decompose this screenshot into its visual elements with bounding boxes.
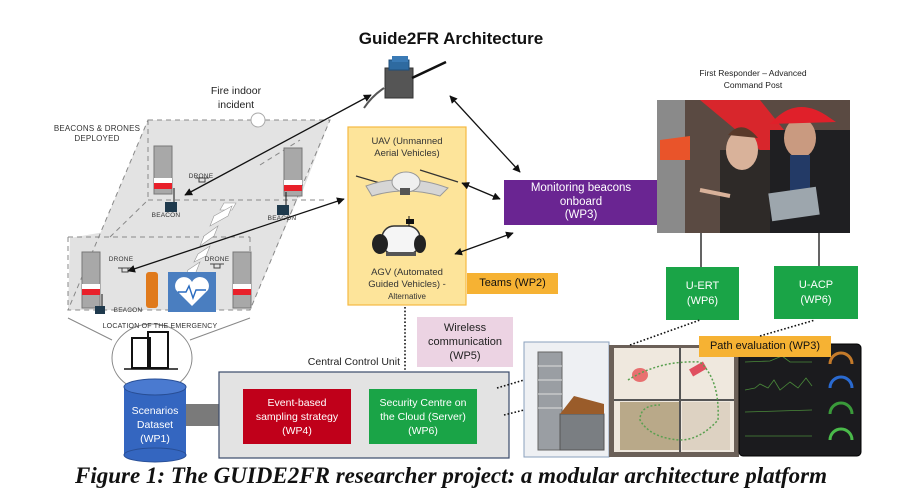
- diagram-title: Guide2FR Architecture: [358, 29, 544, 48]
- label-line: Scenarios: [131, 405, 179, 417]
- command-post-label: First Responder – Advanced Command Post: [668, 67, 838, 91]
- label-line: incident: [217, 99, 255, 111]
- label-line: Event-based: [267, 396, 327, 409]
- label-line: Aerial Vehicles): [374, 148, 440, 159]
- building-3d-model-image: [523, 341, 610, 458]
- city-building-icon: [124, 331, 178, 370]
- teams-text: Teams (WP2): [479, 277, 546, 290]
- scenarios-dataset-cylinder: [123, 378, 187, 463]
- label-line: DEPLOYED: [74, 134, 120, 143]
- label-line: Alternative: [388, 292, 426, 301]
- security-centre-box: [369, 389, 477, 444]
- event-sampling-box: [243, 389, 351, 444]
- security-centre-text: Security Centre on the Cloud (Server) (W…: [369, 389, 477, 444]
- beacon-label: BEACON: [267, 215, 297, 222]
- label-line: onboard: [559, 195, 603, 208]
- label-line: (WP6): [686, 294, 719, 307]
- scenarios-dataset-text: Scenarios Dataset (WP1): [124, 400, 186, 450]
- central-control-unit-label: Central Control Unit: [307, 356, 400, 368]
- beacon-icon: [95, 306, 105, 314]
- pillar: [283, 147, 303, 197]
- label-line: Security Centre on: [379, 396, 467, 409]
- label-line: First Responder – Advanced: [699, 68, 807, 78]
- dotted-link-path-uacp: [759, 319, 816, 337]
- incident-building-illustration: [67, 112, 331, 393]
- event-sampling-text: Event-based sampling strategy (WP4): [243, 389, 351, 444]
- label-line: Fire indoor: [210, 85, 262, 97]
- wireless-box: [417, 317, 513, 367]
- drone-label: DRONE: [188, 173, 214, 180]
- drone-label: DRONE: [108, 256, 134, 263]
- label-line: AGV (Automated: [371, 267, 443, 278]
- figure-caption: Figure 1: The GUIDE2FR researcher projec…: [75, 463, 827, 488]
- pillar: [153, 145, 173, 195]
- beacon-label: BEACON: [113, 307, 143, 314]
- label-line: Guided Vehicles) -: [368, 279, 446, 290]
- wireless-communication-text: Wireless communication (WP5): [417, 317, 513, 367]
- label-line: UAV (Unmanned: [371, 136, 443, 147]
- arrow-drone-uav: [127, 197, 345, 273]
- agv-label: AGV (Automated Guided Vehicles) - Altern…: [348, 267, 466, 303]
- label-line: U-ERT: [685, 280, 720, 292]
- label-line: sampling strategy: [255, 410, 339, 423]
- drone-label: DRONE: [204, 256, 230, 263]
- u-acp-box: [774, 266, 858, 319]
- label-line: U-ACP: [798, 279, 834, 291]
- monitoring-beacons-box: [504, 180, 658, 225]
- gateway-device-icon: [363, 56, 447, 109]
- floor-plan-path-image: [609, 345, 739, 457]
- label-line: BEACONS & DRONES: [53, 124, 141, 133]
- teams-box: [467, 273, 558, 294]
- label-line: the Cloud (Server): [380, 410, 466, 423]
- arrow-gateway-monitoring: [449, 95, 521, 173]
- label-line: communication: [428, 336, 502, 348]
- label-line: Wireless: [443, 322, 487, 334]
- u-ert-box: [666, 267, 739, 320]
- label-line: (WP3): [564, 209, 598, 222]
- u-acp-text: U-ACP (WP6): [774, 266, 858, 319]
- label-line: Monitoring beacons: [530, 182, 632, 195]
- pillar: [81, 251, 101, 309]
- arrow-agv-monitoring: [454, 231, 514, 256]
- monitoring-dashboard-image: [738, 343, 862, 457]
- label-line: (WP6): [800, 293, 832, 306]
- beacon-label: BEACON: [151, 212, 181, 219]
- label-line: (WP1): [140, 433, 170, 445]
- label-line: (WP4): [282, 424, 312, 437]
- dotted-link-control-building: [496, 379, 525, 389]
- label-line: (WP6): [408, 424, 438, 437]
- arrow-beacon-gateway: [184, 94, 372, 196]
- label-line: Dataset: [136, 419, 174, 431]
- fire-indoor-incident-label: Fire indoor incident: [176, 84, 296, 112]
- location-of-emergency-label: LOCATION OF THE EMERGENCY: [102, 323, 218, 330]
- path-evaluation-box: [699, 336, 831, 357]
- uav-label: UAV (Unmanned Aerial Vehicles): [348, 136, 466, 160]
- dotted-link-floorplan-uert: [629, 319, 701, 346]
- monitoring-beacons-text: Monitoring beacons onboard (WP3): [504, 180, 658, 225]
- firefighter-icon: [146, 272, 158, 308]
- arrow-uav-monitoring: [461, 182, 501, 200]
- first-responder-photo: [657, 100, 850, 233]
- agv-vehicle-icon: [372, 216, 426, 256]
- label-line: Command Post: [723, 80, 783, 90]
- pillar: [232, 251, 252, 309]
- label-line: (WP5): [449, 350, 481, 362]
- u-ert-text: U-ERT (WP6): [666, 267, 739, 320]
- path-evaluation-text: Path evaluation (WP3): [709, 340, 821, 353]
- beacons-drones-deployed-label: BEACONS & DRONES DEPLOYED: [52, 124, 142, 144]
- uav-drone-icon: [355, 169, 459, 197]
